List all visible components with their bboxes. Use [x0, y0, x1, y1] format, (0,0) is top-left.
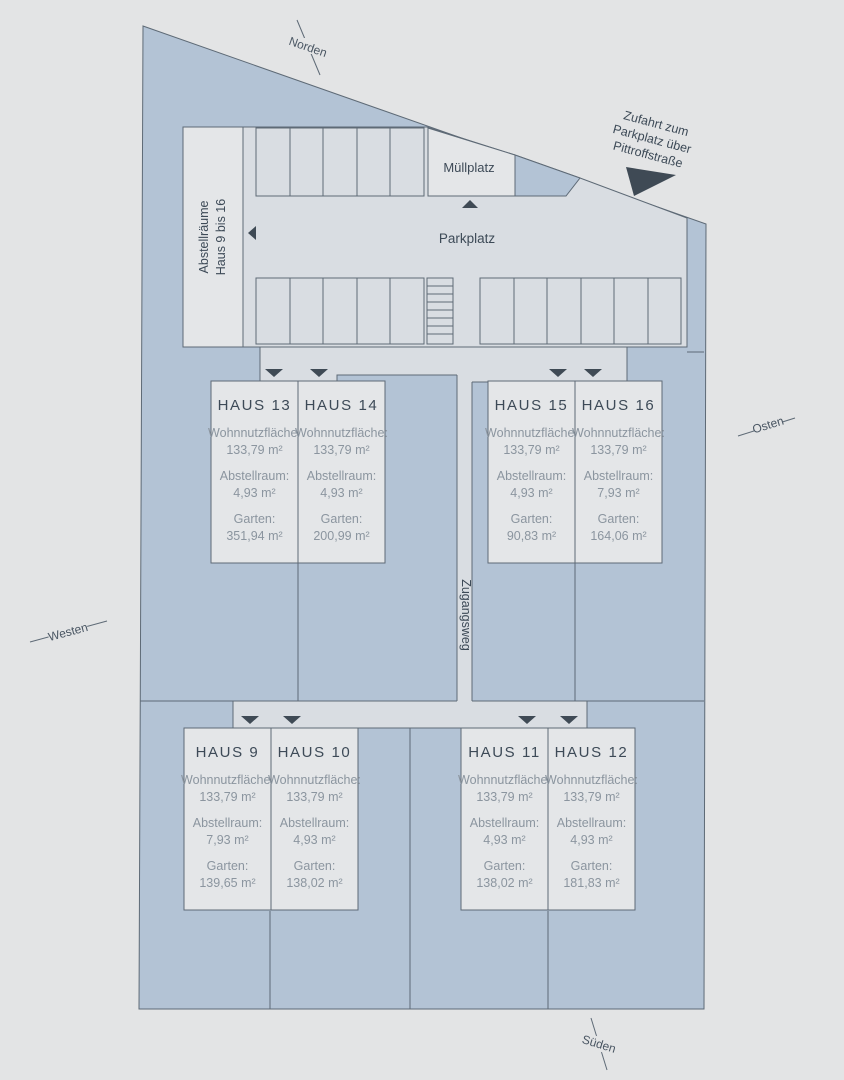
storage-label: Abstellraum: [470, 816, 539, 830]
garden-label: Garten: [321, 512, 363, 526]
waste-area [427, 127, 516, 197]
house-name: HAUS 11 [468, 744, 541, 761]
garden-label: Garten: [207, 859, 249, 873]
garden-value: 351,94 m² [226, 529, 282, 543]
living-area-label: Wohnnutzfläche: [181, 773, 274, 787]
living-area-label: Wohnnutzfläche: [208, 426, 301, 440]
living-area-value: 133,79 m² [503, 443, 559, 457]
storage-label: Abstellraum: [193, 816, 262, 830]
parking-spaces [255, 127, 682, 345]
garden-value: 200,99 m² [313, 529, 369, 543]
living-area-value: 133,79 m² [476, 790, 532, 804]
storage-building [182, 126, 244, 348]
living-area-value: 133,79 m² [563, 790, 619, 804]
house-block: HAUS 9 Wohnnutzfläche: 133,79 m² Abstellrau… [181, 727, 274, 911]
storage-value: 4,93 m² [483, 833, 525, 847]
storage-label: Abstellräume Haus 9 bis 16 [197, 199, 228, 275]
house-block: HAUS 10 Wohnnutzfläche: 133,79 m² Abstellra… [268, 727, 361, 911]
garden-label: Garten: [598, 512, 640, 526]
house-footprint [297, 380, 386, 564]
storage-value: 4,93 m² [293, 833, 335, 847]
garden-value: 90,83 m² [507, 529, 556, 543]
storage-label: Abstellraum: [584, 469, 653, 483]
living-area-label: Wohnnutzfläche: [485, 426, 578, 440]
stairs [426, 277, 454, 345]
living-area-value: 133,79 m² [226, 443, 282, 457]
storage-arrow [248, 226, 256, 240]
garden-value: 138,02 m² [476, 876, 532, 890]
house-footprint [210, 380, 299, 564]
house-name: HAUS 16 [582, 397, 656, 414]
house-block: HAUS 11 Wohnnutzfläche: 133,79 m² Abstellra… [458, 727, 551, 911]
storage-value: 4,93 m² [510, 486, 552, 500]
house-name: HAUS 10 [278, 744, 352, 761]
house-name: HAUS 14 [305, 397, 379, 414]
living-area-value: 133,79 m² [590, 443, 646, 457]
living-area-label: Wohnnutzfläche: [572, 426, 665, 440]
access-label: Zufahrt zum Parkplatz über Pittroffstraß… [611, 108, 692, 170]
storage-value: 4,93 m² [570, 833, 612, 847]
svg-text:Haus 9 bis 16: Haus 9 bis 16 [214, 199, 228, 275]
garden-value: 181,83 m² [563, 876, 619, 890]
house-name: HAUS 12 [555, 744, 629, 761]
garden-value: 164,06 m² [590, 529, 646, 543]
garden-label: Garten: [294, 859, 336, 873]
parking-label: Parkplatz [439, 231, 496, 246]
compass-west: Westen [29, 620, 108, 644]
storage-label: Abstellraum: [280, 816, 349, 830]
house-name: HAUS 9 [196, 744, 260, 761]
access-arrow-icon [626, 167, 676, 196]
garden-label: Garten: [511, 512, 553, 526]
house-name: HAUS 13 [218, 397, 292, 414]
svg-text:Süden: Süden [580, 1032, 617, 1056]
house-block: HAUS 16 Wohnnutzfläche: 133,79 m² Abstellra… [572, 380, 665, 564]
house-block: HAUS 14 Wohnnutzfläche: 133,79 m² Abstellra… [295, 380, 388, 564]
svg-text:Norden: Norden [287, 34, 329, 60]
storage-value: 4,93 m² [233, 486, 275, 500]
path-label: Zugangsweg [459, 579, 473, 651]
green-corner [514, 154, 581, 197]
house-footprint [183, 727, 272, 911]
svg-text:Westen: Westen [47, 620, 90, 644]
house-footprint [487, 380, 576, 564]
house-block: HAUS 12 Wohnnutzfläche: 133,79 m² Abstellra… [545, 727, 638, 911]
garden-value: 139,65 m² [199, 876, 255, 890]
living-area-label: Wohnnutzfläche: [268, 773, 361, 787]
storage-label: Abstellraum: [307, 469, 376, 483]
living-area-label: Wohnnutzfläche: [545, 773, 638, 787]
living-area-value: 133,79 m² [199, 790, 255, 804]
svg-text:Abstellräume: Abstellräume [197, 200, 211, 273]
storage-value: 7,93 m² [597, 486, 639, 500]
house-block: HAUS 15 Wohnnutzfläche: 133,79 m² Abstellra… [485, 380, 578, 564]
path-fill [457, 370, 472, 710]
house-footprint [574, 380, 663, 564]
garden-label: Garten: [234, 512, 276, 526]
compass-east: Osten [737, 414, 796, 437]
storage-label: Abstellraum: [220, 469, 289, 483]
garden-label: Garten: [571, 859, 613, 873]
svg-text:Osten: Osten [751, 414, 786, 437]
living-area-value: 133,79 m² [313, 443, 369, 457]
living-area-value: 133,79 m² [286, 790, 342, 804]
waste-label: Müllplatz [443, 160, 494, 175]
house-footprint [460, 727, 549, 911]
house-footprint [547, 727, 636, 911]
entrance-arrows [241, 200, 602, 724]
storage-value: 4,93 m² [320, 486, 362, 500]
living-area-label: Wohnnutzfläche: [295, 426, 388, 440]
waste-arrow [462, 200, 478, 208]
storage-label: Abstellraum: [557, 816, 626, 830]
living-area-label: Wohnnutzfläche: [458, 773, 551, 787]
compass-south: Süden [580, 1017, 618, 1071]
compass-north: Norden [284, 19, 332, 76]
storage-value: 7,93 m² [206, 833, 248, 847]
house-name: HAUS 15 [495, 397, 569, 414]
house-footprint [270, 727, 359, 911]
garden-label: Garten: [484, 859, 526, 873]
garden-value: 138,02 m² [286, 876, 342, 890]
house-block: HAUS 13 Wohnnutzfläche: 133,79 m² Abstellra… [208, 380, 301, 564]
storage-label: Abstellraum: [497, 469, 566, 483]
